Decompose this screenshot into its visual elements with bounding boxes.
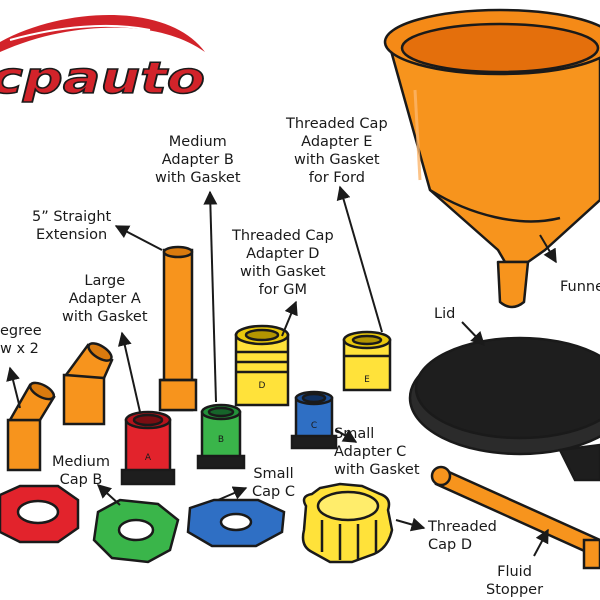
lid-part (408, 336, 600, 482)
straight-extension-part (158, 245, 198, 412)
label-fluid-stopper: Fluid Stopper (486, 564, 544, 598)
medium-adapter-b-part: B (196, 403, 246, 470)
medium-cap-b-part (92, 498, 180, 564)
large-cap-a-part (0, 484, 80, 544)
label-degree-elbow: egree w x 2 (0, 323, 42, 357)
label-large-adapter-a: Large Adapter A with Gasket (62, 273, 148, 325)
logo-text: cpauto (0, 53, 205, 104)
small-cap-c-part (186, 498, 286, 548)
label-small-adapter-c: Small Adapter C with Gasket (334, 426, 420, 478)
small-adapter-c-part: C (290, 390, 338, 450)
label-medium-adapter-b: Medium Adapter B with Gasket (155, 134, 241, 186)
adapter-d-letter: D (259, 381, 266, 391)
label-lid: Lid (434, 306, 456, 322)
funnel-part (383, 8, 600, 309)
adapter-e-letter: E (364, 375, 370, 385)
elbow-part-1 (6, 381, 56, 472)
large-adapter-a-part: A (120, 410, 176, 486)
adapter-c-letter: C (311, 421, 317, 431)
label-funnel: Funnel (560, 279, 600, 295)
fluid-stopper-part (430, 465, 600, 570)
adapter-a-letter: A (145, 453, 152, 463)
brand-logo: cpauto (0, 15, 206, 105)
label-threaded-cap-d: Threaded Cap D (428, 519, 497, 553)
label-medium-cap-b: Medium Cap B (52, 454, 110, 488)
label-threaded-cap-e: Threaded Cap Adapter E with Gasket for F… (286, 116, 388, 186)
label-small-cap-c: Small Cap C (252, 466, 295, 500)
threaded-adapter-e-part: E (342, 330, 392, 392)
label-straight-extension: 5” Straight Extension (32, 209, 112, 243)
logo-car-swoosh (0, 15, 205, 52)
threaded-cap-d-part (301, 482, 394, 564)
label-threaded-cap-d-adapter: Threaded Cap Adapter D with Gasket for G… (232, 228, 334, 298)
leader-arrows (6, 185, 557, 557)
threaded-adapter-d-part: D (234, 324, 290, 407)
elbow-part-2 (62, 342, 114, 426)
adapter-b-letter: B (218, 435, 224, 445)
